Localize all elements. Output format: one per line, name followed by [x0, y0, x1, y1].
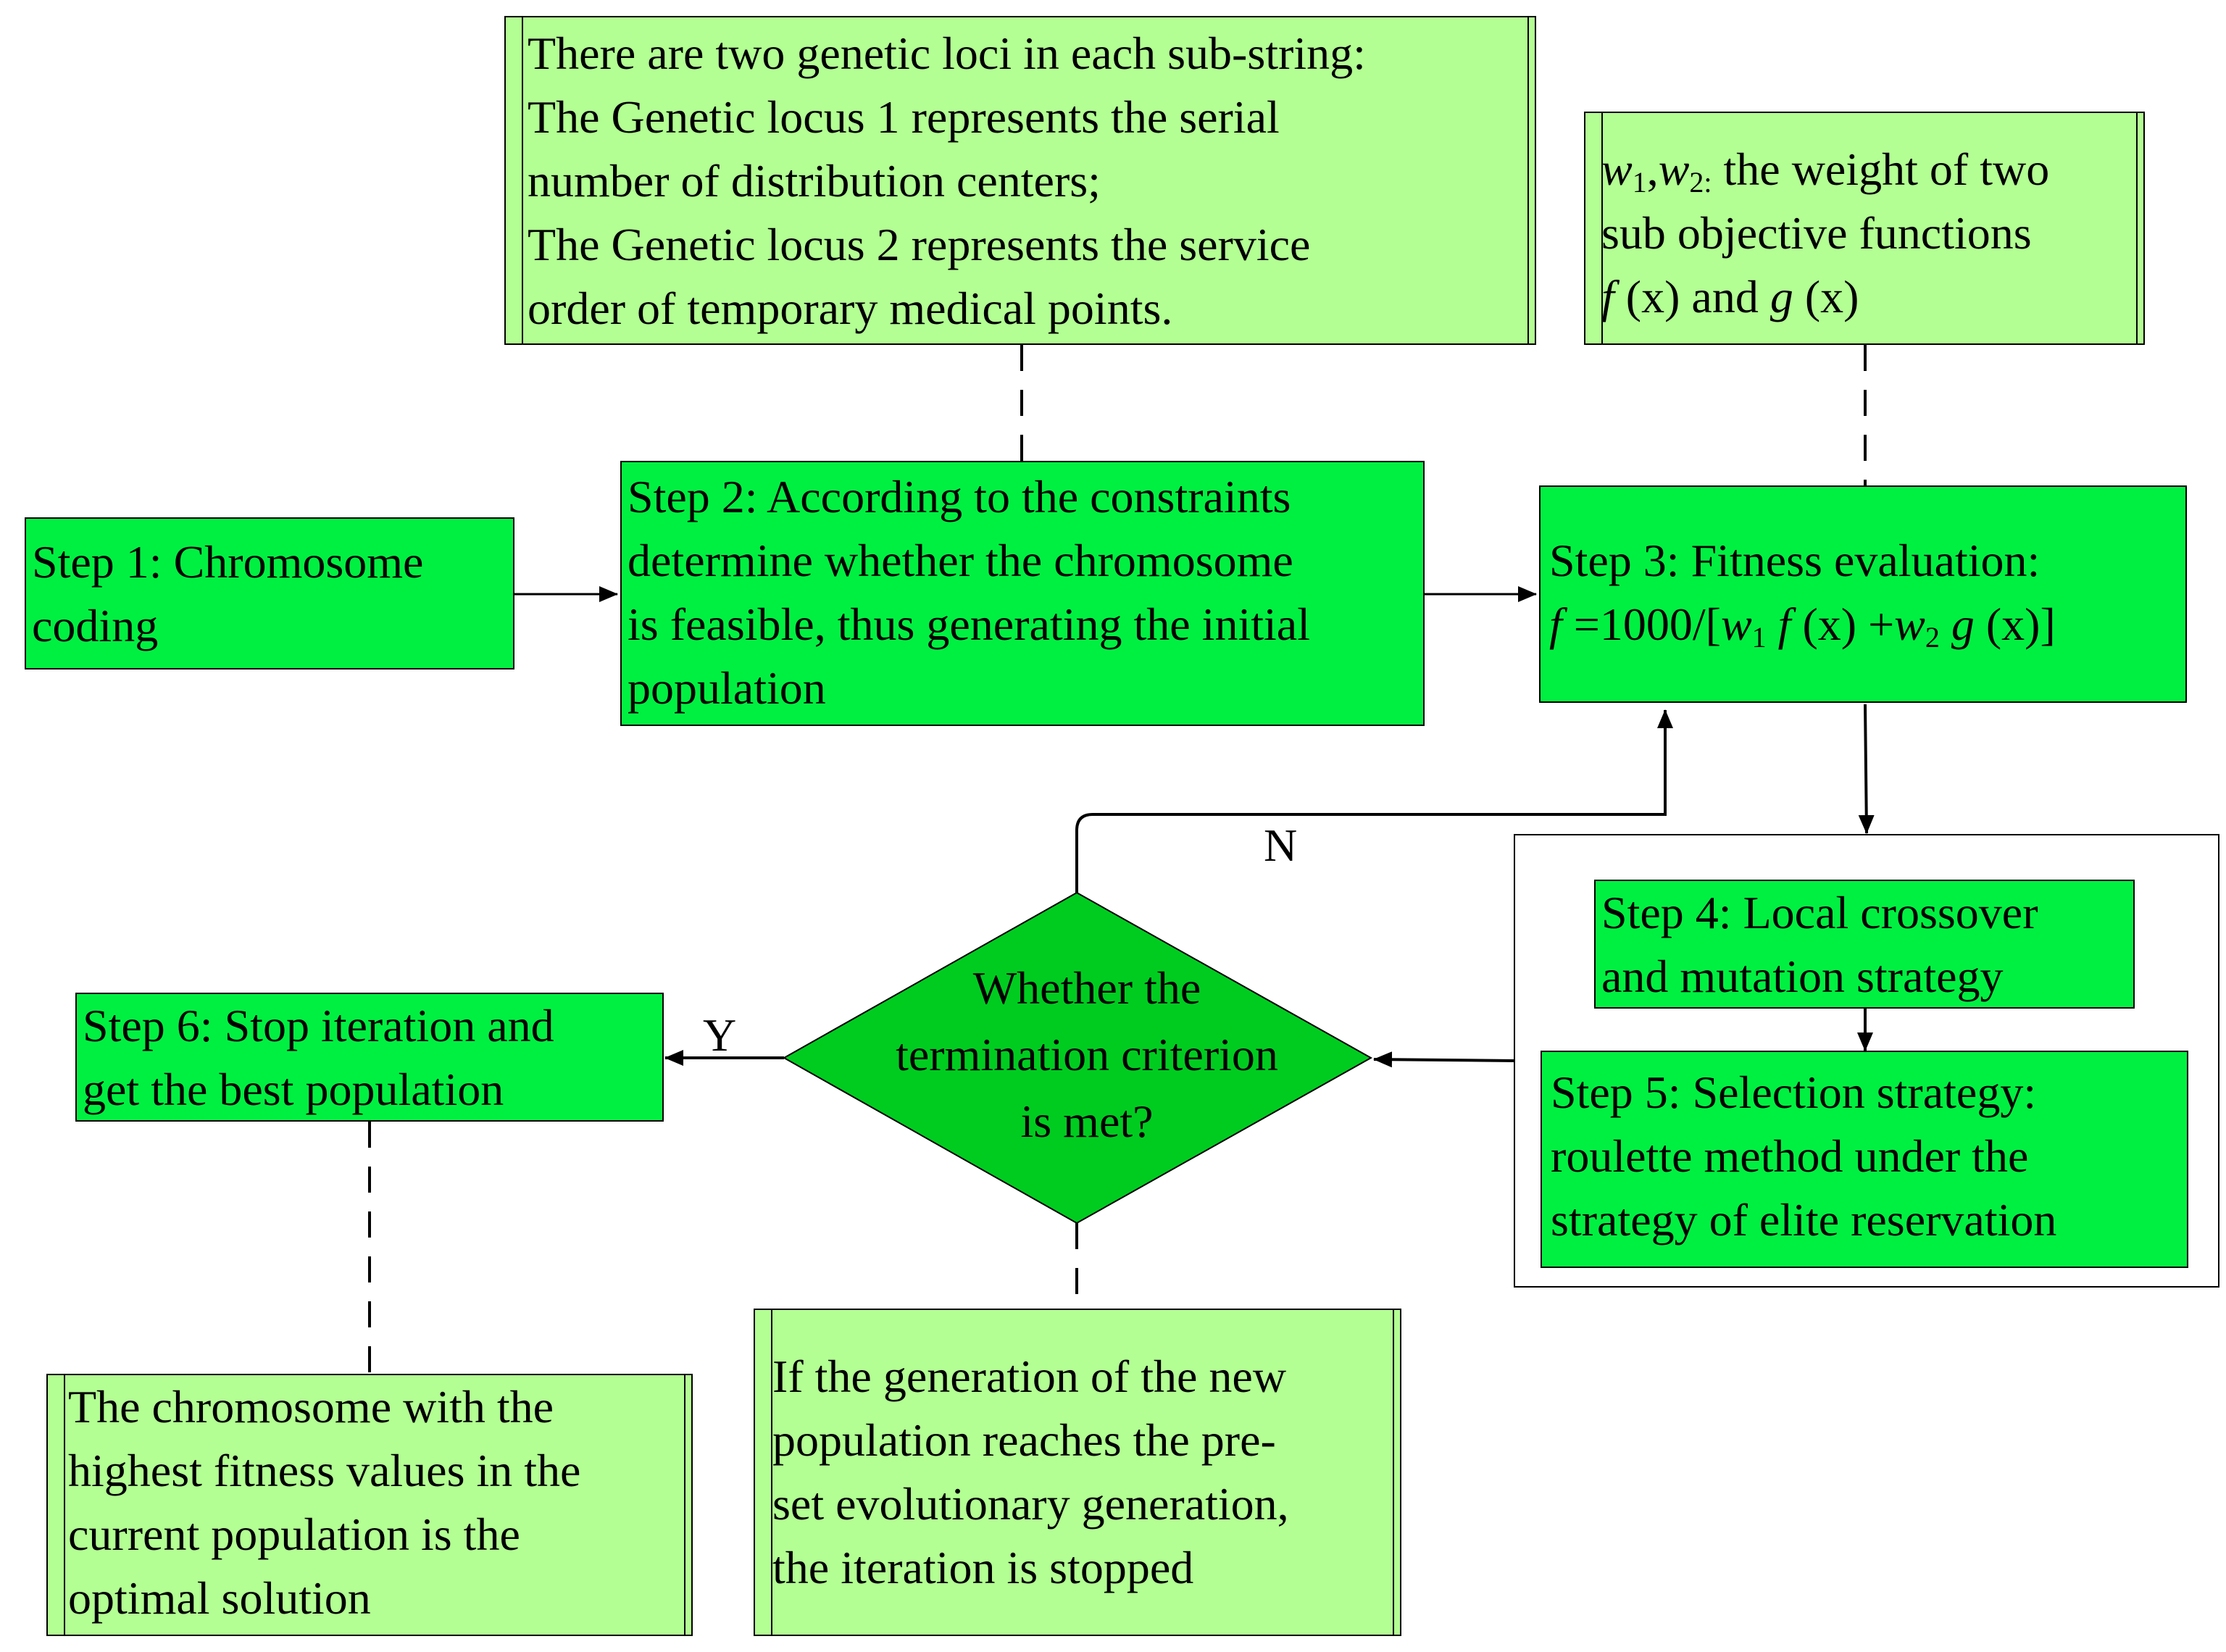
step5-line: roulette method under the — [1551, 1130, 2029, 1182]
note-optimal-line: current population is the — [68, 1509, 520, 1560]
step3-formula: f =1000/[w1 f (x) +w2 g (x)] — [1549, 598, 2056, 654]
arrow-decision-step3 — [1075, 709, 1673, 893]
note-coding: There are two genetic loci in each sub-s… — [504, 16, 1536, 345]
group-frame — [1514, 834, 2219, 1288]
step2-line: Step 2: According to the constraints — [628, 471, 1291, 522]
step5-line: Step 5: Selection strategy: — [1551, 1067, 2037, 1118]
note-stop: If the generation of the new population … — [754, 1309, 1401, 1636]
note-coding-line: order of temporary medical points. — [528, 283, 1173, 334]
arrow-step3-group — [1858, 704, 1875, 834]
decision-text: Whether the termination criterion is met… — [819, 955, 1355, 1155]
note-optimal-line: optimal solution — [68, 1572, 371, 1624]
decision-line: Whether the — [972, 962, 1201, 1014]
note-weights-line3: f (x) and g (x) — [1601, 271, 1859, 322]
note-weights-line2: sub objective functions — [1601, 207, 2032, 259]
step2-line: determine whether the chromosome — [628, 535, 1293, 586]
arrow-group-decision — [1373, 1051, 1515, 1068]
step6-line: get the best population — [83, 1064, 504, 1115]
note-stop-line: population reaches the pre- — [772, 1414, 1276, 1466]
step1-box: Step 1: Chromosome coding — [25, 517, 514, 669]
step2-box: Step 2: According to the constraints det… — [620, 461, 1425, 726]
note-stop-line: the iteration is stopped — [772, 1542, 1194, 1593]
note-weights: w1,w2: the weight of two sub objective f… — [1584, 112, 2145, 345]
decision-diamond — [782, 891, 1373, 1225]
step4-box: Step 4: Local crossover and mutation str… — [1594, 880, 2135, 1009]
decision-line: is met? — [1020, 1096, 1154, 1147]
step5-box: Step 5: Selection strategy: roulette met… — [1541, 1051, 2188, 1268]
step1-line: coding — [32, 600, 159, 651]
note-optimal-line: The chromosome with the — [68, 1381, 554, 1432]
step3-title: Step 3: Fitness evaluation: — [1549, 535, 2040, 586]
step6-box: Step 6: Stop iteration and get the best … — [75, 993, 664, 1122]
step3-box: Step 3: Fitness evaluation: f =1000/[w1 … — [1539, 485, 2187, 703]
note-weights-line1: w1,w2: the weight of two — [1601, 143, 2050, 199]
label-yes: Y — [703, 1009, 737, 1061]
note-optimal-line: highest fitness values in the — [68, 1445, 581, 1496]
step5-line: strategy of elite reservation — [1551, 1194, 2057, 1246]
step1-line: Step 1: Chromosome — [32, 536, 424, 588]
note-optimal: The chromosome with the highest fitness … — [46, 1374, 693, 1636]
step2-line: is feasible, thus generating the initial — [628, 598, 1310, 650]
decision-line: termination criterion — [896, 1029, 1278, 1080]
note-coding-line: There are two genetic loci in each sub-s… — [528, 28, 1366, 79]
label-no: N — [1264, 819, 1298, 871]
step4-line: Step 4: Local crossover — [1601, 887, 2038, 938]
note-coding-line: The Genetic locus 2 represents the servi… — [528, 219, 1311, 270]
note-stop-line: set evolutionary generation, — [772, 1478, 1289, 1530]
note-coding-line: number of distribution centers; — [528, 155, 1101, 206]
step4-line: and mutation strategy — [1601, 951, 2004, 1002]
note-stop-line: If the generation of the new — [772, 1351, 1287, 1402]
note-coding-line: The Genetic locus 1 represents the seria… — [528, 91, 1280, 143]
step2-line: population — [628, 662, 826, 714]
step6-line: Step 6: Stop iteration and — [83, 1000, 554, 1051]
